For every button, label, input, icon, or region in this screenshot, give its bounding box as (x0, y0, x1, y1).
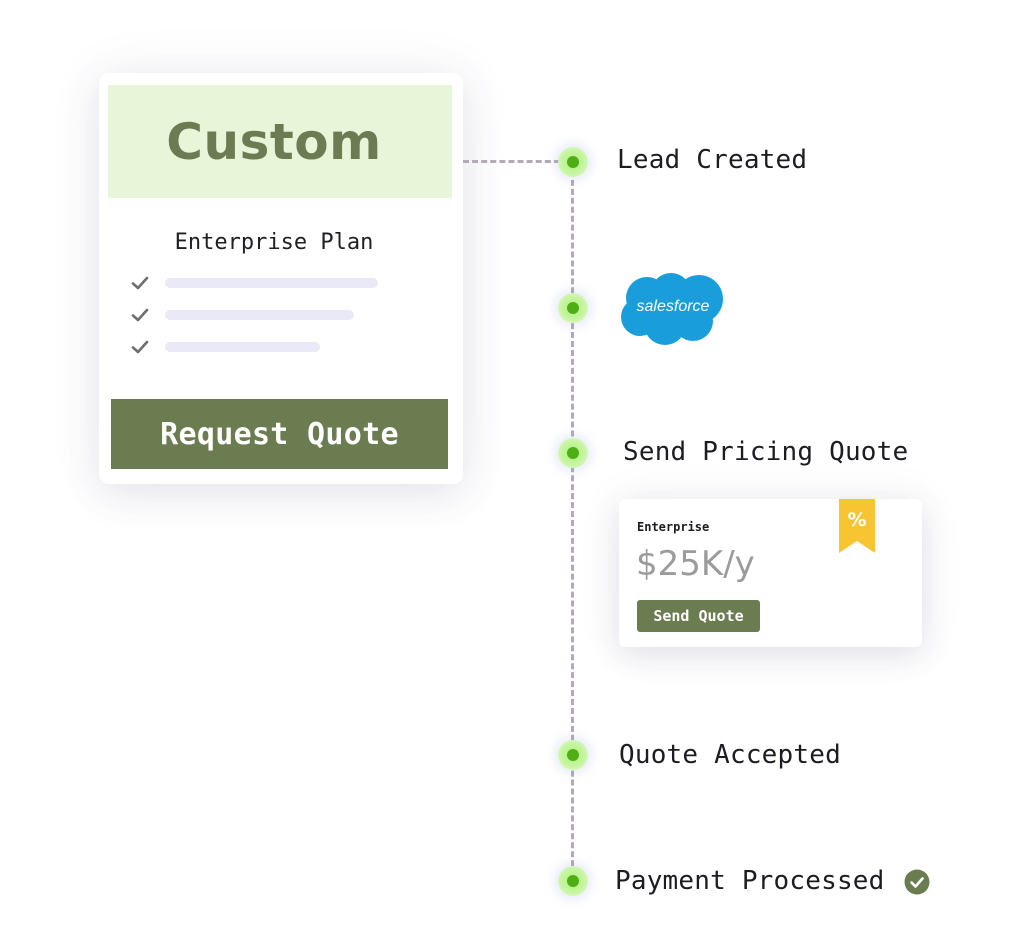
salesforce-logo-icon: salesforce (621, 273, 723, 345)
node-dot (567, 447, 579, 459)
percent-ribbon-icon: % (839, 499, 875, 553)
node-dot (567, 875, 579, 887)
step-label-send-pricing-quote: Send Pricing Quote (623, 437, 909, 467)
feature-placeholder-bar (165, 310, 354, 320)
step-label-quote-accepted: Quote Accepted (619, 740, 841, 770)
feature-row (130, 337, 320, 357)
quote-tier: Enterprise (637, 520, 710, 534)
plan-card: Custom Enterprise Plan Request Quote (99, 73, 463, 484)
feature-placeholder-bar (165, 278, 378, 288)
send-quote-button[interactable]: Send Quote (637, 600, 760, 632)
step-label-lead-created: Lead Created (617, 145, 808, 175)
plan-name: Enterprise Plan (174, 230, 374, 255)
request-quote-button[interactable]: Request Quote (111, 399, 448, 469)
plan-header-title: Custom (166, 112, 382, 171)
node-dot (567, 302, 579, 314)
check-icon (131, 308, 149, 322)
timeline-node-send-pricing-quote (558, 438, 588, 468)
feature-placeholder-bar (165, 342, 320, 352)
svg-text:salesforce: salesforce (637, 298, 710, 315)
connector-line (463, 160, 569, 163)
feature-row (130, 273, 378, 293)
check-circle-icon (904, 869, 930, 895)
pricing-quote-card: Enterprise $25K/y Send Quote % (619, 499, 922, 647)
quote-price: $25K/y (636, 544, 755, 584)
node-dot (567, 156, 579, 168)
timeline-node-lead-created (558, 147, 588, 177)
check-icon (131, 276, 149, 290)
timeline-node-payment-processed (558, 866, 588, 896)
check-icon (131, 340, 149, 354)
step-label-payment-processed: Payment Processed (615, 866, 885, 896)
feature-row (130, 305, 354, 325)
timeline-line (571, 162, 574, 884)
timeline-node-quote-accepted (558, 740, 588, 770)
plan-header: Custom (108, 85, 452, 198)
node-dot (567, 749, 579, 761)
timeline-node-salesforce (558, 293, 588, 323)
svg-text:%: % (847, 509, 866, 531)
